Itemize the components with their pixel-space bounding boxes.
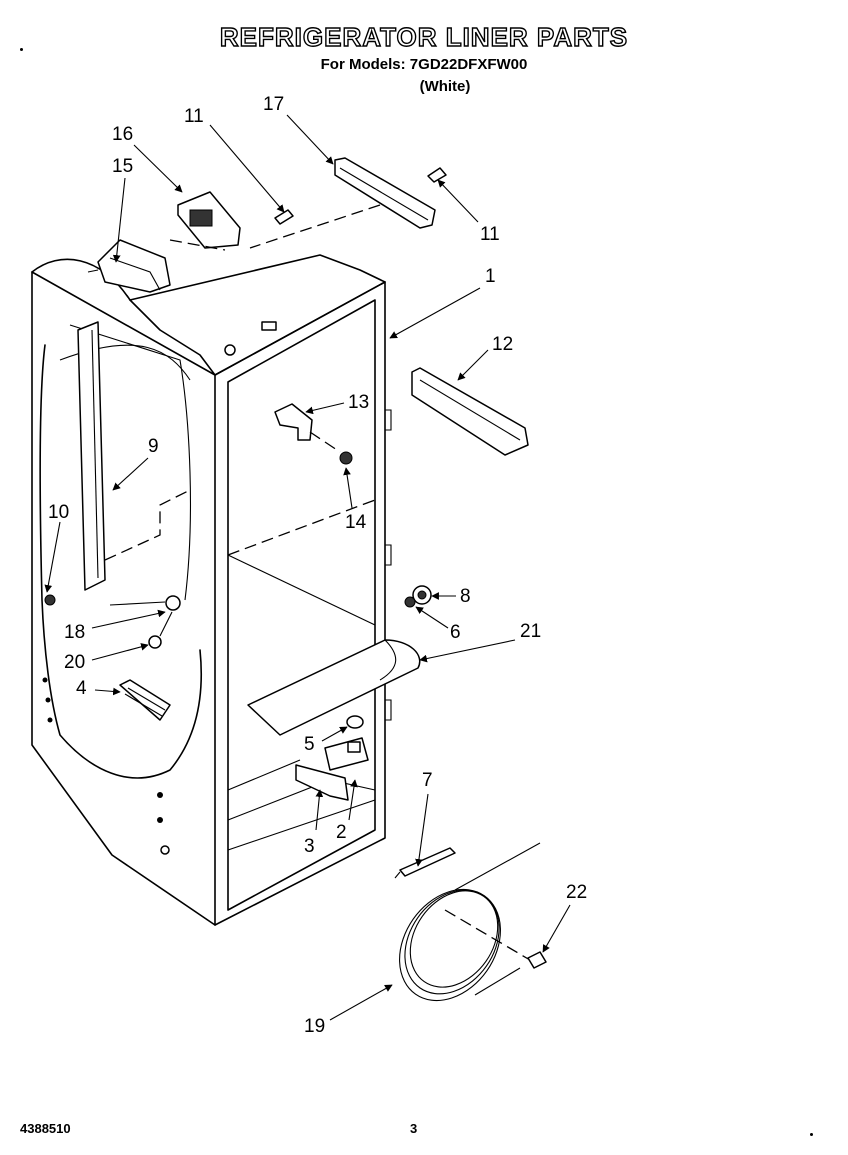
screw-part-11-right [427, 167, 447, 183]
fastener-part-18 [109, 595, 181, 611]
callout-18: 18 [64, 622, 85, 643]
channel-part-17 [249, 157, 436, 249]
callout-14: 14 [345, 512, 367, 533]
support-part-12 [411, 367, 529, 456]
bracket-part-13 [274, 403, 313, 441]
callout-20: 20 [64, 652, 85, 673]
callout-13: 13 [348, 392, 369, 413]
rail-part-9 [77, 321, 191, 591]
bracket-part-16 [169, 191, 241, 251]
callout-11-left: 11 [184, 106, 204, 127]
strap-part-7 [394, 847, 456, 879]
callout-3: 3 [304, 836, 315, 857]
page-title: REFRIGERATOR LINER PARTS [219, 21, 629, 52]
color-line: (White) [419, 78, 471, 95]
callout-2: 2 [336, 822, 347, 843]
corner-mark-bottom-right [810, 1133, 813, 1136]
callout-6: 6 [450, 622, 461, 643]
callout-11-right: 11 [480, 224, 500, 245]
bulb-part-20 [148, 611, 173, 649]
screw-part-14 [309, 431, 353, 465]
bracket-part-2 [324, 737, 369, 771]
shield-part-21 [247, 639, 421, 736]
screw-part-11-left [274, 209, 294, 225]
control-housing-part-15 [87, 239, 171, 293]
callout-16: 16 [112, 124, 133, 145]
callout-8: 8 [460, 586, 471, 607]
document-number: 4388510 [20, 1121, 71, 1136]
callout-5: 5 [304, 734, 315, 755]
screw-part-10 [44, 594, 56, 606]
callout-7: 7 [422, 770, 433, 791]
callout-12: 12 [492, 334, 513, 355]
callout-17: 17 [263, 94, 284, 115]
callout-15: 15 [112, 156, 133, 177]
page-number: 3 [410, 1121, 418, 1136]
fitting-part-8 [412, 585, 432, 605]
callout-21: 21 [520, 621, 541, 642]
callout-22: 22 [566, 882, 587, 903]
grommet-part-5 [346, 715, 364, 729]
tubing-part-19 [399, 842, 541, 1002]
callout-19: 19 [304, 1016, 325, 1037]
callout-labels: 1 2 3 4 5 6 7 8 9 10 11 11 12 13 14 15 1… [48, 94, 587, 1037]
callout-10: 10 [48, 502, 69, 523]
callout-leaders [44, 114, 571, 1021]
callout-1: 1 [485, 266, 496, 287]
models-line: For Models: 7GD22DFXFW00 [320, 56, 528, 73]
refrigerator-liner [31, 254, 392, 926]
callout-9: 9 [148, 436, 159, 457]
plate-part-3 [295, 764, 349, 801]
grille-part-4 [119, 679, 171, 721]
callout-4: 4 [76, 678, 87, 699]
nut-part-6 [404, 596, 416, 608]
screw-part-22 [527, 951, 547, 969]
corner-mark-top-left [20, 48, 23, 51]
